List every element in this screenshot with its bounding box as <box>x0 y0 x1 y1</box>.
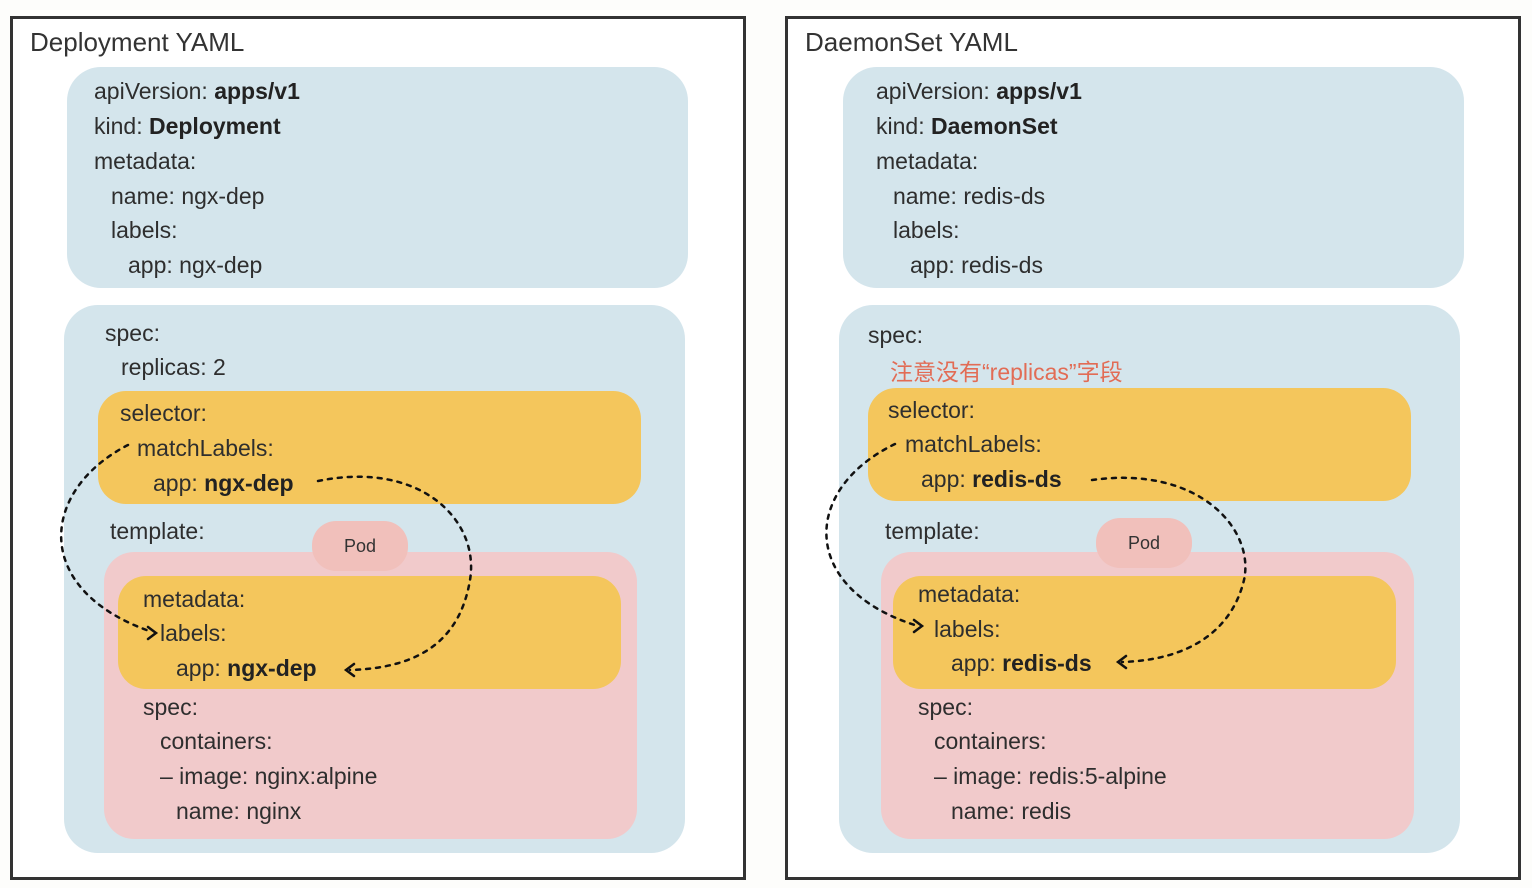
app-label-line: app: redis-ds <box>910 252 1043 278</box>
container-name-line: name: nginx <box>176 798 302 824</box>
template-line: template: <box>110 518 205 544</box>
pod-spec-line: spec: <box>143 694 198 720</box>
selector-line: selector: <box>120 400 207 426</box>
name-line: name: redis-ds <box>893 183 1046 209</box>
key: kind: <box>876 113 931 139</box>
key: kind: <box>94 113 149 139</box>
spec-line: spec: <box>105 320 160 346</box>
no-replicas-note: 注意没有“replicas”字段 <box>890 359 1123 385</box>
kind-line: kind: DaemonSet <box>876 113 1058 140</box>
match-labels-line: matchLabels: <box>905 431 1042 457</box>
value: DaemonSet <box>930 113 1058 139</box>
pod-app-line: app: redis-ds <box>951 650 1092 677</box>
pod-labels-line: labels: <box>934 616 1001 642</box>
containers-line: containers: <box>160 728 273 754</box>
pod-metadata-line: metadata: <box>918 581 1021 607</box>
value: redis-ds <box>1002 650 1092 676</box>
value: Deployment <box>148 113 281 139</box>
deployment-title: Deployment YAML <box>30 27 245 57</box>
daemonset-title: DaemonSet YAML <box>805 27 1018 57</box>
app-label-line: app: ngx-dep <box>128 252 263 278</box>
selector-app-line: app: ngx-dep <box>153 470 294 497</box>
pod-badge: Pod <box>1096 518 1192 568</box>
spec-line: spec: <box>868 322 923 348</box>
api-version-line: apiVersion: apps/v1 <box>876 78 1082 105</box>
key: apiVersion: <box>94 78 215 104</box>
pod-spec-line: spec: <box>918 694 973 720</box>
container-name-line: name: redis <box>951 798 1072 824</box>
pod-app-line: app: ngx-dep <box>176 655 317 682</box>
key: apiVersion: <box>876 78 997 104</box>
kind-line: kind: Deployment <box>94 113 281 140</box>
value: ngx-dep <box>227 655 317 681</box>
api-version-line: apiVersion: apps/v1 <box>94 78 300 105</box>
daemonset-header-box <box>843 67 1464 288</box>
labels-line: labels: <box>893 217 960 243</box>
pod-metadata-line: metadata: <box>143 586 246 612</box>
selector-line: selector: <box>888 397 975 423</box>
metadata-line: metadata: <box>94 148 197 174</box>
metadata-line: metadata: <box>876 148 979 174</box>
value: apps/v1 <box>214 78 300 104</box>
deployment-header-box <box>67 67 688 288</box>
image-line: – image: redis:5-alpine <box>934 763 1167 789</box>
value: apps/v1 <box>996 78 1082 104</box>
pod-labels-line: labels: <box>160 620 227 646</box>
replicas-line: replicas: 2 <box>121 354 226 380</box>
key: app: <box>176 655 228 681</box>
image-line: – image: nginx:alpine <box>160 763 378 789</box>
value: ngx-dep <box>204 470 294 496</box>
key: app: <box>153 470 205 496</box>
labels-line: labels: <box>111 217 178 243</box>
key: app: <box>951 650 1003 676</box>
key: app: <box>921 466 973 492</box>
selector-app-line: app: redis-ds <box>921 466 1062 493</box>
template-line: template: <box>885 518 980 544</box>
containers-line: containers: <box>934 728 1047 754</box>
name-line: name: ngx-dep <box>111 183 265 209</box>
match-labels-line: matchLabels: <box>137 435 274 461</box>
value: redis-ds <box>972 466 1062 492</box>
pod-badge: Pod <box>312 521 408 571</box>
